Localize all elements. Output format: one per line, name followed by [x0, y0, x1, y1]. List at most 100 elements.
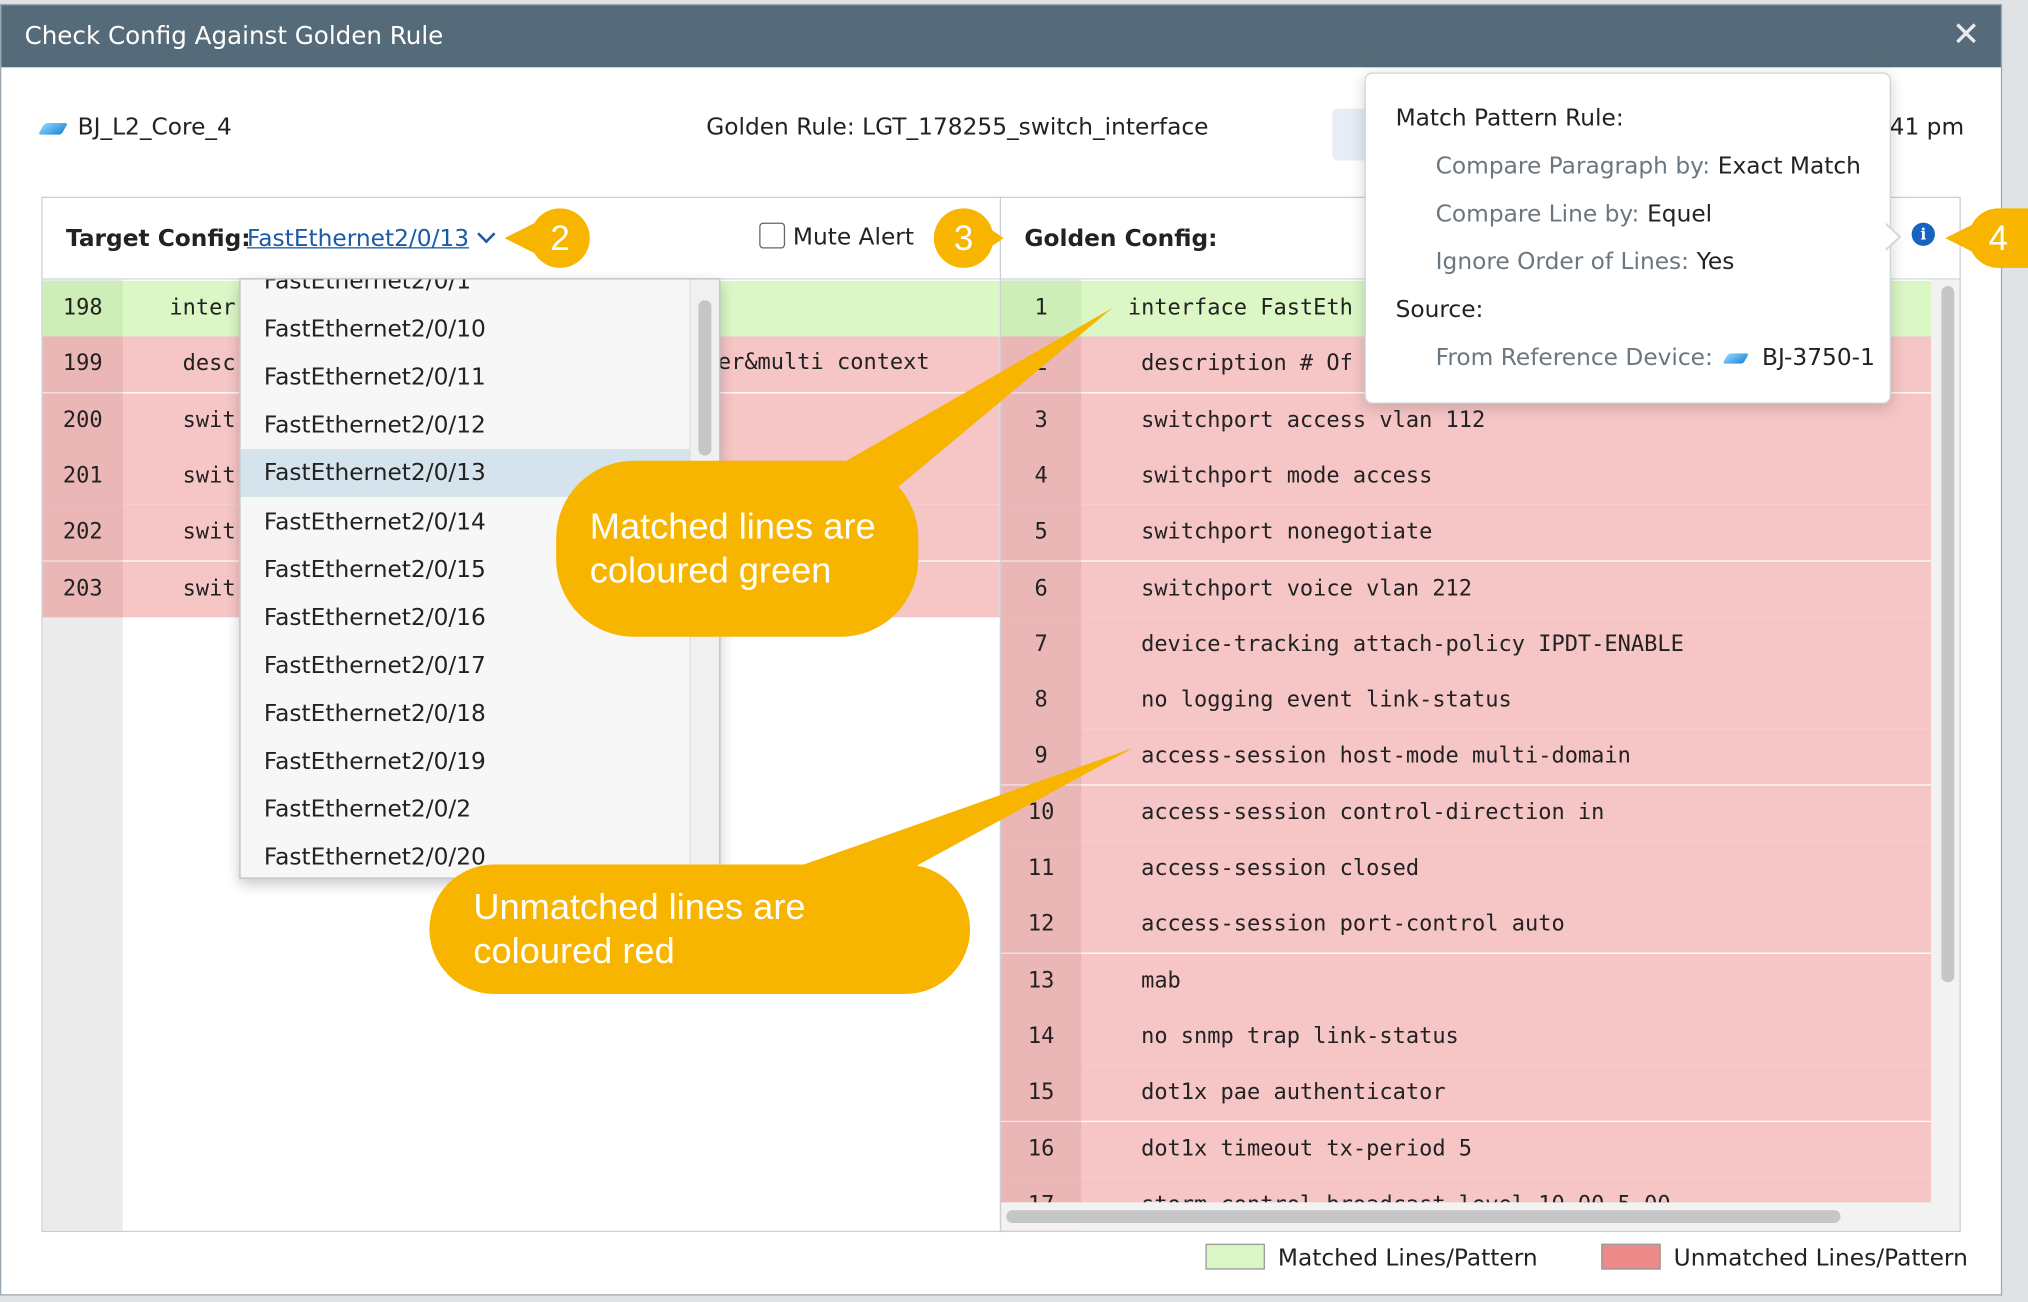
info-icon[interactable]: i	[1911, 222, 1935, 246]
dialog-title: Check Config Against Golden Rule	[24, 22, 444, 51]
config-line: 12 access-session port-control auto	[1001, 897, 1933, 953]
line-number: 14	[1001, 1009, 1082, 1065]
match-rule-popover: Match Pattern Rule: Compare Paragraph by…	[1364, 72, 1891, 404]
interface-selector-value: FastEthernet2/0/13	[247, 225, 470, 253]
line-code: switchport access vlan 112	[1127, 407, 1486, 434]
golden-config-label: Golden Config:	[1024, 225, 1218, 253]
vertical-scrollbar[interactable]	[1941, 286, 1955, 983]
dropdown-option[interactable]: FastEthernet2/0/11	[263, 363, 486, 392]
line-number: 8	[1001, 673, 1082, 729]
line-number: 7	[1001, 617, 1082, 673]
config-line: 10 access-session control-direction in	[1001, 785, 1933, 841]
dropdown-option[interactable]: FastEthernet2/0/20	[263, 844, 486, 872]
reference-device-value: BJ-3750-1	[1762, 344, 1875, 372]
compare-paragraph-row: Compare Paragraph by:Exact Match	[1436, 153, 1861, 180]
mute-alert-checkbox[interactable]: Mute Alert	[759, 222, 914, 252]
callout-red-line-2: coloured red	[473, 930, 675, 971]
compare-line-key: Compare Line by:	[1435, 200, 1640, 228]
line-code: access-session port-control auto	[1127, 911, 1565, 938]
config-line: 9 access-session host-mode multi-domain	[1001, 729, 1933, 785]
line-code: interface FastEth	[1127, 295, 1353, 321]
config-line: 7 device-tracking attach-policy IPDT-ENA…	[1001, 617, 1933, 673]
line-code: desc	[169, 351, 236, 377]
line-code: no snmp trap link-status	[1127, 1023, 1459, 1050]
dropdown-option[interactable]: FastEthernet2/0/1	[263, 278, 472, 296]
timestamp-fragment: 41 pm	[1889, 113, 1965, 142]
dropdown-option[interactable]: FastEthernet2/0/19	[263, 748, 486, 776]
dropdown-option[interactable]: FastEthernet2/0/15	[263, 555, 486, 584]
config-line: 14 no snmp trap link-status	[1001, 1009, 1933, 1065]
close-icon[interactable]: ✕	[1952, 15, 1981, 55]
config-line: 8 no logging event link-status	[1001, 673, 1933, 729]
line-number: 198	[42, 280, 123, 337]
config-line: 13 mab	[1001, 953, 1933, 1009]
line-code: swit	[169, 575, 236, 602]
config-line: 5 switchport nonegotiate	[1001, 504, 1933, 561]
compare-paragraph-value: Exact Match	[1717, 152, 1861, 180]
line-number: 15	[1001, 1065, 1082, 1122]
dropdown-option[interactable]: FastEthernet2/0/12	[263, 411, 486, 440]
line-number: 201	[42, 448, 123, 505]
compare-paragraph-key: Compare Paragraph by:	[1435, 152, 1711, 180]
line-number: 3	[1001, 392, 1082, 449]
dialog-titlebar: Check Config Against Golden Rule ✕	[1, 5, 2001, 68]
line-code: swit	[169, 407, 236, 434]
legend-unmatched: Unmatched Lines/Pattern	[1601, 1243, 1968, 1273]
device-name: BJ_L2_Core_4	[77, 113, 232, 142]
line-code: inter	[169, 295, 236, 321]
line-number: 199	[42, 336, 123, 393]
dropdown-option[interactable]: FastEthernet2/0/2	[263, 796, 472, 824]
dropdown-option[interactable]: FastEthernet2/0/14	[263, 507, 486, 536]
unmatched-lines-callout: Unmatched lines are coloured red	[429, 864, 971, 994]
golden-rule-name: Golden Rule: LGT_178255_switch_interface	[706, 113, 1209, 142]
step-badge-2: 2	[530, 208, 590, 268]
config-line: 16 dot1x timeout tx-period 5	[1001, 1121, 1933, 1178]
line-number: 12	[1001, 897, 1082, 953]
mute-alert-label: Mute Alert	[792, 223, 914, 252]
matched-lines-callout: Matched lines are coloured green	[556, 460, 919, 637]
horizontal-scrollbar[interactable]	[1006, 1210, 1841, 1224]
callout-green-line-2: coloured green	[589, 550, 832, 591]
dropdown-option[interactable]: FastEthernet2/0/18	[263, 700, 486, 728]
step-badge-4: 4	[1968, 208, 2028, 268]
line-code: access-session closed	[1127, 855, 1420, 882]
legend-unmatched-swatch	[1601, 1243, 1661, 1270]
ignore-order-value: Yes	[1696, 248, 1735, 276]
line-number: 16	[1001, 1121, 1082, 1178]
line-code: no logging event link-status	[1127, 687, 1512, 714]
ignore-order-row: Ignore Order of Lines:Yes	[1436, 248, 1735, 275]
config-line: 4 switchport mode access	[1001, 448, 1933, 505]
line-code: dot1x pae authenticator	[1127, 1079, 1446, 1106]
callout-red-line-1: Unmatched lines are	[473, 886, 806, 927]
dropdown-scrollbar[interactable]	[698, 300, 712, 456]
line-code: description # Of	[1127, 351, 1353, 377]
line-number: 200	[42, 392, 123, 449]
line-code: device-tracking attach-policy IPDT-ENABL…	[1127, 631, 1684, 658]
dropdown-option[interactable]: FastEthernet2/0/17	[263, 652, 486, 680]
reference-device-key: From Reference Device:	[1435, 344, 1713, 372]
config-line: 6 switchport voice vlan 212	[1001, 561, 1933, 617]
legend-matched-label: Matched Lines/Pattern	[1277, 1245, 1538, 1273]
line-code: access-session control-direction in	[1127, 799, 1605, 826]
dropdown-option[interactable]: FastEthernet2/0/16	[263, 603, 486, 632]
line-number: 1	[1001, 280, 1082, 337]
line-number: 203	[42, 561, 123, 617]
line-code: switchport nonegotiate	[1127, 519, 1433, 546]
interface-selector[interactable]: FastEthernet2/0/13	[247, 225, 496, 253]
line-code: switchport voice vlan 212	[1127, 575, 1473, 602]
line-code: dot1x timeout tx-period 5	[1127, 1135, 1473, 1162]
legend-matched: Matched Lines/Pattern	[1205, 1243, 1538, 1273]
step-badge-3: 3	[933, 208, 994, 268]
legend-matched-swatch	[1205, 1243, 1265, 1270]
target-config-label: Target Config:	[65, 225, 251, 253]
popover-arrow-inner	[1884, 223, 1899, 250]
legend-unmatched-label: Unmatched Lines/Pattern	[1673, 1245, 1968, 1273]
reference-device-row: From Reference Device: BJ-3750-1	[1436, 344, 1875, 371]
dropdown-option[interactable]: FastEthernet2/0/10	[263, 315, 486, 344]
line-number: 13	[1001, 953, 1082, 1009]
line-number: 5	[1001, 504, 1082, 561]
match-pattern-heading: Match Pattern Rule:	[1395, 104, 1624, 133]
